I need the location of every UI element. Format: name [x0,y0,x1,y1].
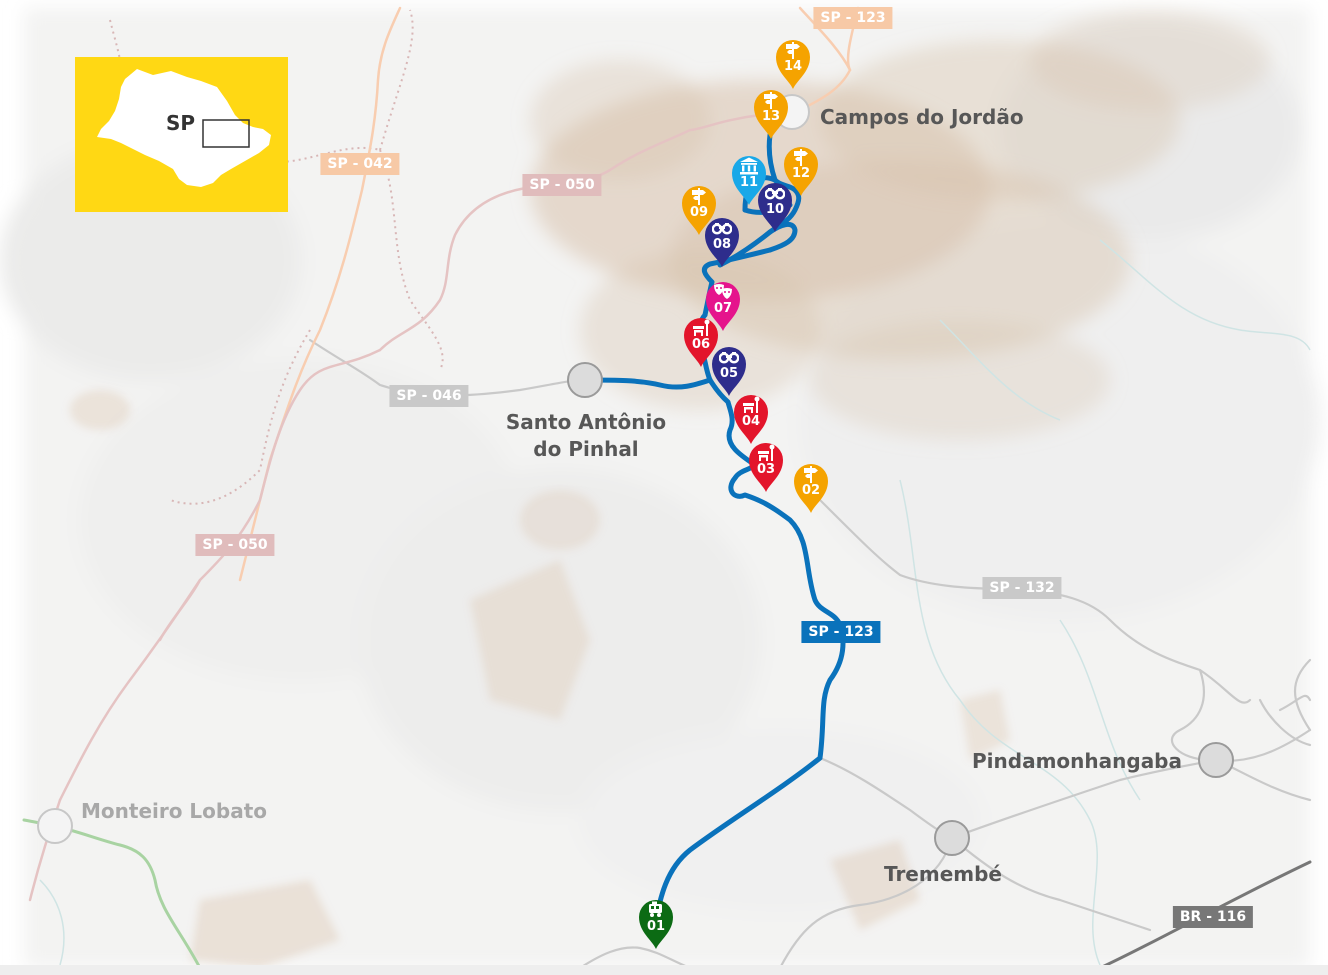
map-pin-shape [734,395,768,444]
bottom-edge [0,965,1328,975]
city-dot-pindamonhangaba [1198,742,1234,778]
theater-masks-icon [713,283,733,301]
road-label-sp050-left: SP - 050 [195,534,275,556]
poi-marker-number: 14 [783,59,803,74]
city-label-pindamonhangaba: Pindamonhangaba [972,748,1182,775]
city-name-line: do Pinhal [533,437,639,461]
road-label-sp050-top: SP - 050 [522,174,602,196]
poi-marker-number: 09 [689,205,709,220]
state-boundary [108,9,444,505]
poi-marker-number: 13 [761,109,781,124]
binoculars-icon [765,184,785,202]
train-icon [646,901,666,919]
map-pin-shape [784,147,818,196]
city-name-line: Monteiro Lobato [81,799,268,823]
road-label-sp042: SP - 042 [320,153,400,175]
poi-marker-number: 06 [691,337,711,352]
signpost-icon [801,465,821,483]
station-icon [741,396,761,414]
city-label-campos-do-jordao: Campos do Jordão [820,104,1024,131]
poi-marker-05[interactable]: 05 [708,343,750,397]
poi-marker-number: 10 [765,202,785,217]
binoculars-icon [719,348,739,366]
city-dot-santo-antonio-do-pinhal [567,362,603,398]
map-pin-shape [776,40,810,89]
signpost-icon [791,148,811,166]
city-name-line: Tremembé [884,862,1002,886]
museum-icon [739,157,759,175]
sao-paulo-state-shape [97,69,271,187]
poi-marker-08[interactable]: 08 [701,214,743,268]
poi-marker-12[interactable]: 12 [780,143,822,197]
poi-marker-06[interactable]: 06 [680,314,722,368]
poi-marker-number: 05 [719,366,739,381]
road-label-sp132: SP - 132 [982,577,1062,599]
poi-marker-09[interactable]: 09 [678,182,720,236]
map-pin-shape [749,443,783,492]
binoculars-icon [712,219,732,237]
inset-state-label: SP [166,111,196,135]
poi-marker-11[interactable]: 11 [728,152,770,206]
poi-marker-number: 07 [713,301,733,316]
city-name-line: Campos do Jordão [820,105,1024,129]
signpost-icon [783,41,803,59]
poi-marker-number: 12 [791,166,811,181]
city-dot-tremembe [934,820,970,856]
city-name-line: Pindamonhangaba [972,749,1182,773]
road-label-sp123-top: SP - 123 [813,7,893,29]
road-label-sp046: SP - 046 [389,385,469,407]
poi-marker-14[interactable]: 14 [772,36,814,90]
map-pin-shape [732,156,766,205]
poi-marker-01[interactable]: 01 [635,896,677,950]
poi-marker-number: 01 [646,919,666,934]
lowland-relief [70,390,1010,968]
city-name-line: Santo Antônio [505,410,667,434]
map-pin-shape [682,186,716,235]
signpost-icon [761,91,781,109]
map-pin-shape [706,282,740,331]
poi-marker-03[interactable]: 03 [745,439,787,493]
poi-marker-number: 11 [739,175,759,190]
map-pin-shape [754,90,788,139]
poi-marker-07[interactable]: 07 [702,278,744,332]
city-label-santo-antonio-do-pinhal: Santo Antônio do Pinhal [506,409,666,463]
road-label-br116: BR - 116 [1172,906,1254,928]
state-locator-inset: SP [75,57,288,212]
poi-marker-13[interactable]: 13 [750,86,792,140]
mountain-relief [530,10,1270,440]
map-pin-shape [794,464,828,513]
station-icon [756,444,776,462]
poi-marker-04[interactable]: 04 [730,391,772,445]
map-pin-shape [684,318,718,367]
map-pin-shape [639,900,673,949]
poi-marker-number: 03 [756,462,776,477]
city-dot-monteiro-lobato [37,808,73,844]
poi-marker-number: 04 [741,414,761,429]
signpost-icon [689,187,709,205]
city-label-monteiro-lobato: Monteiro Lobato [81,798,267,825]
poi-marker-02[interactable]: 02 [790,460,832,514]
poi-marker-number: 02 [801,483,821,498]
poi-marker-number: 08 [712,237,732,252]
station-icon [691,319,711,337]
road-label-sp123-route: SP - 123 [801,621,881,643]
poi-marker-10[interactable]: 10 [754,179,796,233]
rivers [39,239,1311,966]
city-label-tremembe: Tremembé [884,861,1002,888]
